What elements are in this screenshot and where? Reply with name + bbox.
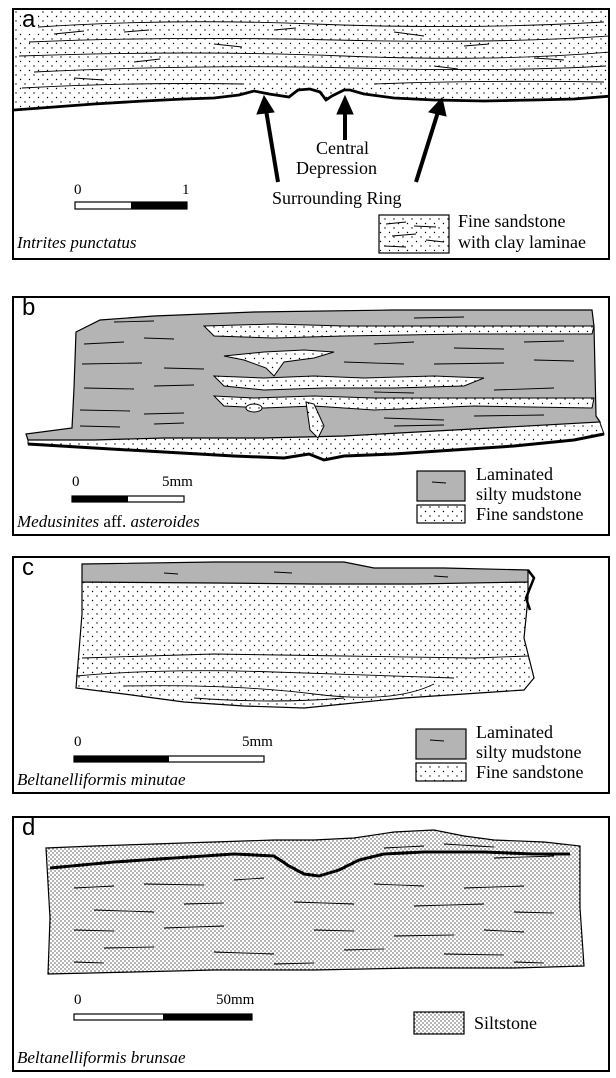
panel-label-d: d	[21, 816, 38, 842]
legend-mudstone-line1-c: Laminated	[476, 722, 553, 742]
scale-tick-start-a: 0	[74, 182, 82, 199]
legend-swatch-sandstone-b	[417, 505, 465, 523]
scale-tick-end-c: 5mm	[242, 734, 273, 751]
legend-sandstone-clay-line2: with clay laminae	[458, 232, 586, 252]
legend-mudstone-line2-b: silty mudstone	[476, 484, 582, 504]
fine-sandstone-body-c	[76, 582, 534, 708]
legend-sandstone-b: Fine sandstone	[476, 504, 584, 524]
legend-mudstone-line2-c: silty mudstone	[476, 742, 582, 762]
legend-swatch-sandstone-c	[416, 763, 466, 781]
scale-tick-start-c: 0	[74, 734, 82, 751]
legend-swatch-mudstone-b	[417, 471, 465, 501]
species-qualifier-b: aff.	[99, 512, 130, 531]
legend-siltstone: Siltstone	[474, 1013, 537, 1033]
annotation-depression: Depression	[296, 158, 377, 178]
panel-label-b: b	[21, 296, 38, 322]
scale-tick-end-b: 5mm	[162, 474, 193, 491]
legend-mudstone-line1-b: Laminated	[476, 464, 553, 484]
species-genus-b: Medusinites	[17, 512, 99, 531]
species-name-a: Intrites punctatus	[17, 233, 136, 253]
legend-sandstone-clay-line1: Fine sandstone	[458, 211, 566, 231]
annotation-surrounding-ring: Surrounding Ring	[272, 188, 402, 208]
panel-d: d 0 50mm Siltstone Beltanelliformis brun…	[12, 816, 610, 1072]
scale-bar-c	[74, 756, 264, 762]
scale-tick-end-a: 1	[182, 182, 190, 199]
scale-tick-start-b: 0	[72, 474, 80, 491]
annotation-central: Central	[316, 138, 369, 158]
scale-bar-b	[72, 496, 184, 502]
scale-bar-d	[74, 1014, 252, 1020]
species-name-b: Medusinites aff. asteroides	[17, 512, 200, 532]
legend-swatch-siltstone	[414, 1012, 464, 1034]
legend-swatch-mudstone-c	[416, 729, 466, 759]
scale-bar-a	[75, 202, 187, 209]
panel-a: a Central Depression Surrounding Ring 0 …	[12, 8, 610, 260]
scale-tick-end-d: 50mm	[216, 992, 254, 1009]
scale-tick-start-d: 0	[74, 992, 82, 1009]
panel-d-drawing	[14, 818, 610, 1072]
panel-b: b 0 5mm Laminated silty mudstone Fine sa…	[12, 296, 610, 536]
sandstone-with-clay-body	[14, 10, 610, 110]
species-name-c: Beltanelliformis minutae	[17, 770, 186, 790]
panel-label-c: c	[21, 556, 37, 582]
laminated-mudstone-top-c	[82, 562, 528, 584]
legend-swatch-sandstone-clay	[379, 215, 449, 253]
species-name-d: Beltanelliformis brunsae	[17, 1048, 186, 1068]
species-epithet-b: asteroides	[130, 512, 199, 531]
panel-label-a: a	[21, 8, 38, 34]
panel-c: c 0 5mm Laminated silty mudstone Fine sa…	[12, 556, 610, 794]
legend-sandstone-c: Fine sandstone	[476, 762, 584, 782]
